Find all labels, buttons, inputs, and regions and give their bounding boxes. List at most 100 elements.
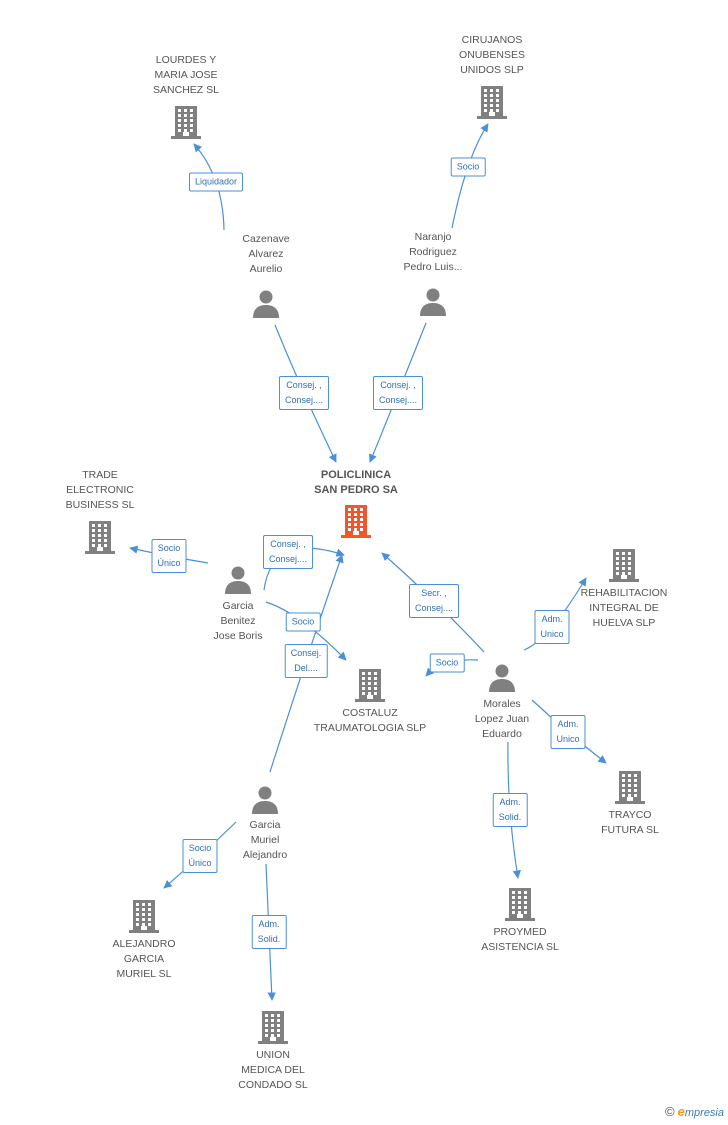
- edge-label-line: Consej. ,: [270, 539, 306, 549]
- node-label-line: TRAUMATOLOGIA SLP: [313, 722, 427, 734]
- person-icon[interactable]: [418, 287, 448, 322]
- edge-label[interactable]: Liquidador: [188, 172, 244, 192]
- person-icon[interactable]: [250, 785, 280, 820]
- edge-label[interactable]: Adm. Solid.: [251, 915, 287, 949]
- company-building-icon[interactable]: [609, 548, 639, 587]
- node-label-line: INTEGRAL DE: [589, 602, 659, 614]
- node-label-line: CONDADO SL: [238, 1079, 308, 1091]
- edge-label[interactable]: Adm. Unico: [550, 715, 586, 749]
- edge-label-line: Adm.: [258, 919, 280, 929]
- node-label-line: ASISTENCIA SL: [481, 941, 559, 953]
- node-label-line: Benitez: [220, 615, 256, 627]
- node-label-line: UNION: [256, 1049, 290, 1061]
- node-label-line: Aurelio: [249, 263, 283, 275]
- company-building-icon[interactable]: [355, 668, 385, 707]
- node-label-line: HUELVA SLP: [592, 617, 656, 629]
- edge-label-line: Único: [157, 558, 181, 568]
- edge-label[interactable]: Socio: [285, 612, 321, 632]
- node-label-line: Rodriguez: [409, 246, 457, 258]
- person-icon[interactable]: [487, 663, 517, 698]
- person-icon[interactable]: [223, 565, 253, 600]
- edge-label-line: Adm.: [557, 719, 579, 729]
- edge-label[interactable]: Socio: [429, 653, 465, 673]
- edge-label-line: Consej....: [378, 395, 418, 405]
- edge-label[interactable]: Secr. , Consej....: [408, 584, 460, 618]
- empresia-logo: ©empresia: [665, 1104, 724, 1119]
- node-label-line: Lopez Juan: [474, 713, 530, 725]
- edge-label-line: Adm.: [499, 797, 521, 807]
- edge-label-line: Único: [188, 858, 212, 868]
- node-label-line: Naranjo: [414, 231, 452, 243]
- edge-label-line: Socio: [435, 657, 459, 668]
- node-label-line: REHABILITACION: [580, 587, 668, 599]
- edge-label[interactable]: Consej.Del....: [284, 644, 328, 678]
- company-building-icon[interactable]: [258, 1010, 288, 1049]
- edge-label[interactable]: Socio: [450, 157, 486, 177]
- node-label-policlinica[interactable]: POLICLINICA SAN PEDRO SA: [291, 468, 421, 498]
- node-label-line: UNIDOS SLP: [460, 64, 524, 76]
- brand-initial: e: [677, 1104, 685, 1119]
- edge-label-line: Consej....: [284, 395, 324, 405]
- edge-label-line: Consej....: [268, 554, 308, 564]
- node-label-line: Jose Boris: [213, 630, 263, 642]
- edge-label-line: Socio: [157, 543, 181, 553]
- node-label-line: POLICLINICA: [320, 469, 392, 481]
- node-label-line: Garcia: [249, 819, 281, 831]
- node-label-line: PROYMED: [493, 926, 547, 938]
- edge-label-line: Adm.: [541, 614, 563, 624]
- node-label-proymed[interactable]: PROYMED ASISTENCIA SL: [455, 925, 585, 955]
- copyright-symbol: ©: [665, 1104, 675, 1119]
- node-label-line: MURIEL SL: [116, 968, 172, 980]
- node-label-line: ONUBENSES: [459, 49, 525, 61]
- person-icon[interactable]: [251, 289, 281, 324]
- node-label-line: Alvarez: [248, 248, 284, 260]
- edge-label[interactable]: Consej. , Consej....: [278, 376, 330, 410]
- node-label-rehab[interactable]: REHABILITACION INTEGRAL DE HUELVA SLP: [559, 586, 689, 631]
- node-label-costaluz[interactable]: COSTALUZ TRAUMATOLOGIA SLP: [305, 706, 435, 736]
- node-label-line: COSTALUZ: [342, 707, 398, 719]
- edge-label-line: Unico: [556, 734, 580, 744]
- company-building-icon[interactable]: [129, 899, 159, 938]
- node-label-line: GARCIA: [123, 953, 165, 965]
- company-building-icon[interactable]: [505, 887, 535, 926]
- edge-label[interactable]: Consej. , Consej....: [372, 376, 424, 410]
- node-label-line: Cazenave: [242, 233, 290, 245]
- edge-label-line: Consej. ,: [380, 380, 416, 390]
- node-label-line: TRADE: [82, 469, 118, 481]
- edge-label-line: Solid.: [257, 934, 281, 944]
- edge-label-line: Consej.: [290, 648, 322, 658]
- edge-label-line: Consej. ,: [286, 380, 322, 390]
- edge-label-line: Consej....: [414, 603, 454, 613]
- company-building-icon[interactable]: [171, 105, 201, 144]
- company-building-icon[interactable]: [85, 520, 115, 559]
- edge-label-line: Solid.: [498, 812, 522, 822]
- node-label-line: SAN PEDRO SA: [314, 484, 398, 496]
- node-label-line: TRAYCO: [608, 809, 652, 821]
- edge-label[interactable]: Adm. Solid.: [492, 793, 528, 827]
- node-label-line: ELECTRONIC: [66, 484, 134, 496]
- edge-label[interactable]: Adm. Unico: [534, 610, 570, 644]
- node-label-line: Muriel: [250, 834, 280, 846]
- brand-name: mpresia: [684, 1107, 724, 1119]
- company-building-icon[interactable]: [477, 85, 507, 124]
- node-label-line: LOURDES Y: [155, 54, 217, 66]
- company-building-icon[interactable]: [341, 504, 371, 543]
- edge-label-line: Secr. ,: [421, 588, 447, 598]
- edge-label[interactable]: Consej. , Consej....: [262, 535, 314, 569]
- edge-label-line: Unico: [540, 629, 564, 639]
- node-label-line: Morales: [483, 698, 521, 710]
- company-building-icon[interactable]: [615, 770, 645, 809]
